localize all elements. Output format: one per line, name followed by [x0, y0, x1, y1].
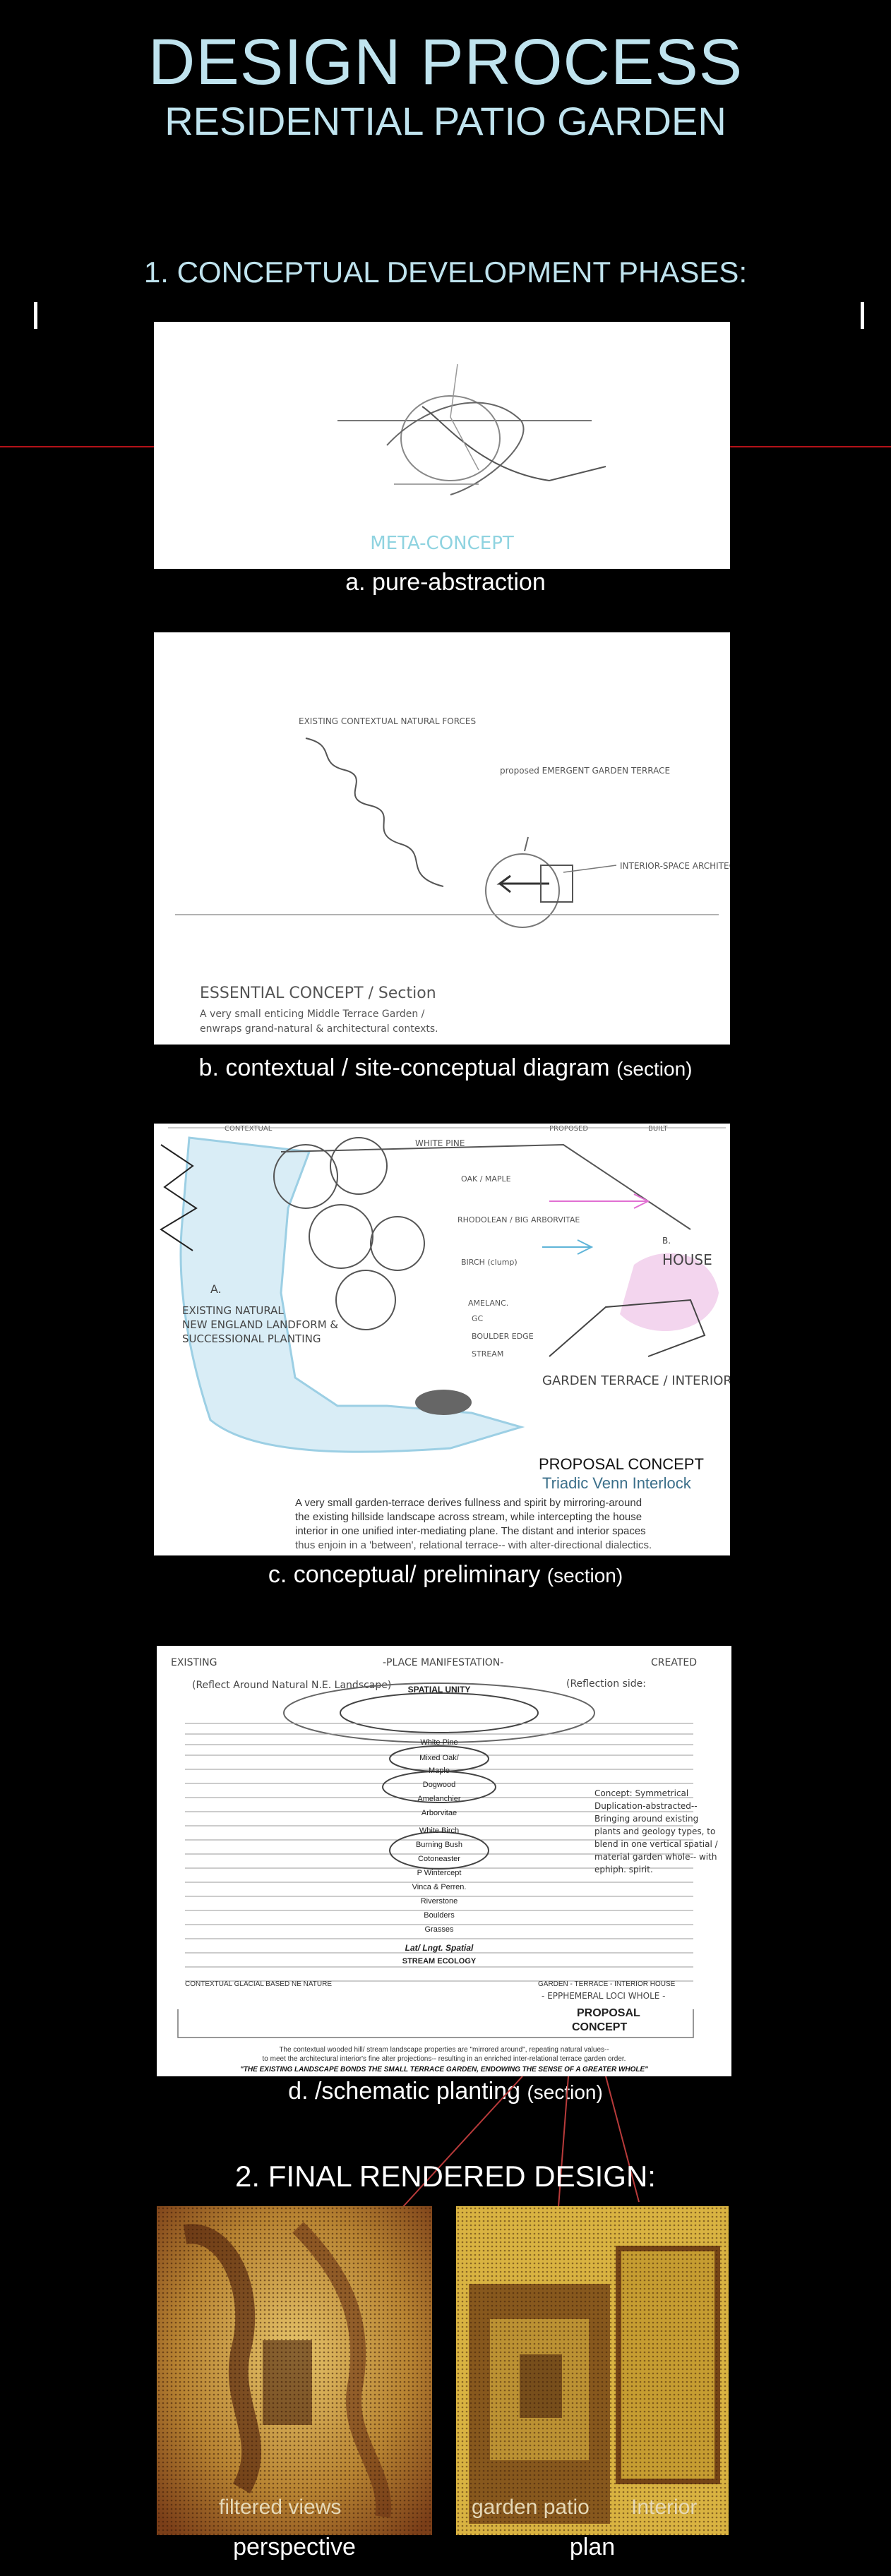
- interior-label: Interior: [631, 2496, 697, 2520]
- perspective-caption: perspective: [157, 2534, 432, 2561]
- plan-render: garden patio Interior: [456, 2206, 729, 2535]
- plan-render-image: [456, 2206, 729, 2535]
- perspective-render: filtered views: [157, 2206, 432, 2535]
- plan-caption: plan: [456, 2534, 729, 2561]
- garden-patio-label: garden patio: [472, 2496, 590, 2520]
- section-heading-final: 2. FINAL RENDERED DESIGN:: [0, 2160, 891, 2193]
- filtered-views-label: filtered views: [219, 2496, 341, 2520]
- perspective-render-image: [157, 2206, 432, 2535]
